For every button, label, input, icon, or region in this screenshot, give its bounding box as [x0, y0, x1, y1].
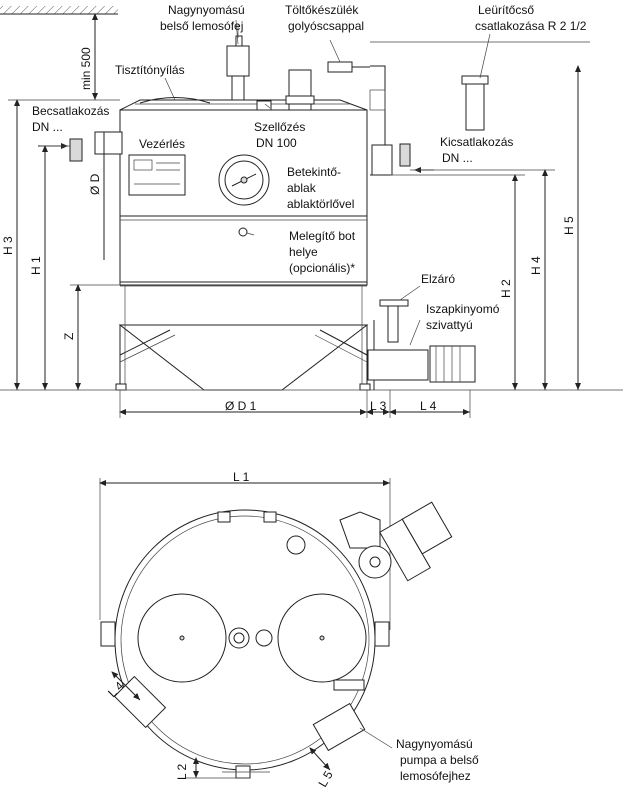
dim-h5: H 5	[562, 216, 576, 235]
control-label: Vezérlés	[139, 137, 185, 151]
valve-label: Elzáró	[421, 272, 455, 286]
pump-housing	[367, 349, 429, 381]
side-view	[0, 6, 623, 418]
dim-l5: L 5	[315, 768, 335, 789]
window-label-1: Betekintő-	[287, 165, 341, 179]
outlet-label-1: Kicsatlakozás	[440, 135, 513, 149]
cleaning-hatch	[139, 97, 211, 104]
inlet-label-2: DN ...	[32, 120, 63, 134]
window-label-3: ablaktörlővel	[287, 197, 354, 211]
inlet-stub	[94, 131, 123, 155]
ceiling-hatch	[0, 6, 118, 14]
drain-label-1: Leürítőcső	[478, 3, 534, 17]
vent-port	[286, 535, 306, 555]
dim-h4: H 4	[529, 256, 543, 275]
dim-od: Ø D	[88, 173, 102, 195]
heater-location	[238, 227, 248, 237]
dim-h3: H 3	[1, 236, 15, 255]
dim-h2: H 2	[499, 279, 513, 298]
heater-label-2: helye	[289, 245, 318, 259]
outlet-label-2: DN ...	[442, 151, 473, 165]
outlet-stub	[399, 143, 411, 167]
heater-label-1: Melegítő bot	[289, 229, 356, 243]
filler-label-1: Töltőkészülék	[285, 3, 359, 17]
heater-label-3: (opcionális)*	[289, 261, 355, 275]
nozzle-label-2: belső lemosófej	[160, 19, 243, 33]
pump-motor	[429, 345, 476, 383]
dim-l2: L 2	[175, 763, 189, 780]
dim-h1: H 1	[29, 256, 43, 275]
valve-handwheel	[358, 545, 392, 579]
drain-label-2: csatlakozása R 2 1/2	[475, 19, 587, 33]
vent-label-2: DN 100	[256, 136, 297, 150]
dim-z: Z	[62, 333, 76, 340]
hppump-label-1: Nagynyomású	[396, 737, 473, 751]
nozzle-label-1: Nagynyomású	[168, 3, 245, 17]
dim-l3: L 3	[370, 399, 387, 413]
filler-label-2: golyóscsappal	[288, 19, 364, 33]
pump-label-2: szivattyú	[426, 318, 473, 332]
pump-label-1: Iszapkinyomó	[426, 302, 500, 316]
drain-pipe	[465, 79, 485, 131]
cleaning-label: Tisztítónyílás	[115, 63, 185, 77]
dim-l1: L 1	[233, 470, 250, 484]
valve-wheel	[379, 299, 409, 307]
top-view	[99, 478, 453, 779]
valve-body	[387, 305, 399, 343]
tank-lid	[119, 99, 368, 111]
hppump-label-2: pumpa a belső	[400, 753, 479, 767]
hp-pump	[312, 702, 366, 752]
filler-assembly	[339, 511, 381, 549]
center-nozzle	[228, 627, 250, 649]
hppump-label-3: lemosófejhez	[400, 769, 471, 783]
nozzle-motor	[226, 45, 250, 77]
inlet-label-1: Becsatlakozás	[32, 104, 109, 118]
pump-motor-top	[401, 501, 453, 555]
vent-label-1: Szellőzés	[254, 120, 305, 134]
dim-od1: Ø D 1	[225, 399, 257, 413]
dim-l4: L 4	[420, 399, 437, 413]
vent-stub	[256, 100, 272, 111]
control-box	[128, 154, 186, 196]
dim-min500: min 500	[79, 47, 93, 90]
window-label-2: ablak	[287, 181, 317, 195]
